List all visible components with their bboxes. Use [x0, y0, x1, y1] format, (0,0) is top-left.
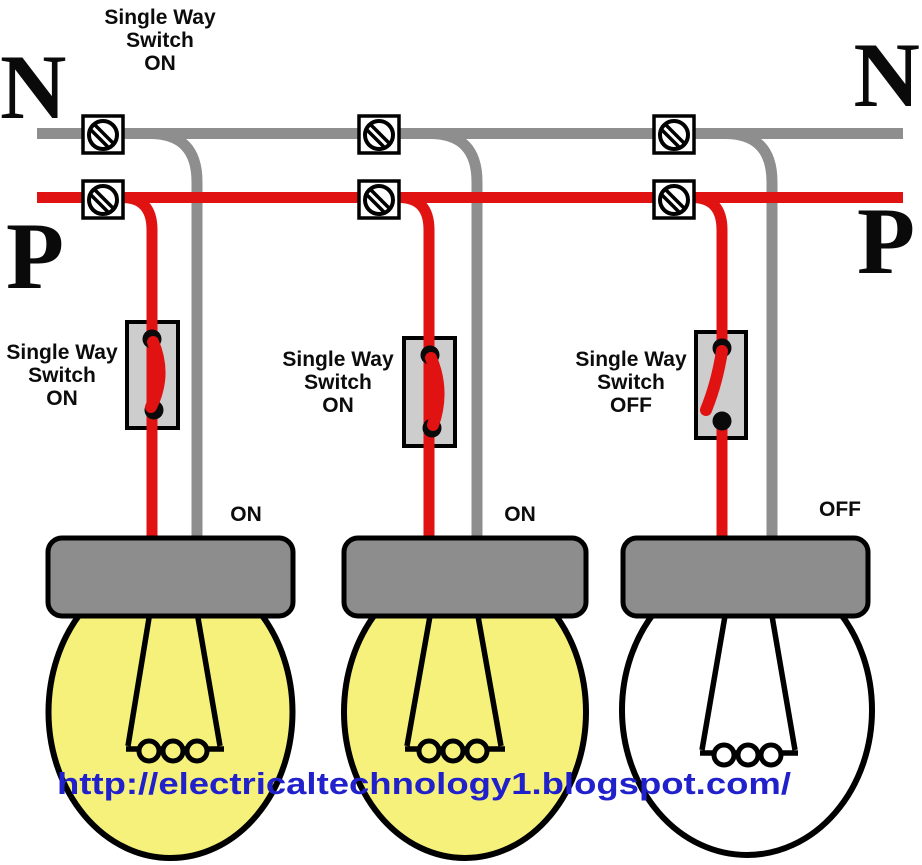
lamp-2-state-label: ON [504, 503, 536, 526]
header-caption-line3: ON [144, 52, 176, 75]
switch-1-contacts [142, 329, 166, 420]
switch-2-caption-line1: Single Way [282, 348, 394, 371]
footer-url-text: http://electricaltechnology1.blogspot.co… [57, 766, 791, 801]
lamp-3-state-label: OFF [819, 498, 861, 521]
switch-3-caption-line2: Switch [597, 371, 665, 394]
terminal-screw-slot [89, 128, 111, 150]
switch-3-caption-state: OFF [610, 394, 652, 417]
switch-3-contacts [700, 338, 732, 431]
switch-1-caption: Single Way Switch ON [6, 341, 118, 410]
switch-2-toggle-on [425, 352, 445, 431]
phase-label-left: P [6, 203, 64, 309]
switch-3-caption: Single Way Switch OFF [575, 348, 687, 417]
neutral-branch-wire-2 [379, 128, 483, 545]
neutral-branch-wire-1 [103, 128, 203, 545]
switch-2-caption-line2: Switch [304, 371, 372, 394]
terminal-screw-slot [93, 123, 115, 145]
phase-branch-wire-3-upper [674, 192, 728, 349]
switch-1-caption-line1: Single Way [6, 341, 118, 364]
terminal-screw-circle [658, 184, 690, 216]
terminal-screw-slot [660, 193, 682, 215]
terminal-screw-slot [660, 128, 682, 150]
terminal-connector-icon-phase-2 [357, 179, 401, 220]
terminal-screw-slot [664, 123, 686, 145]
lamp-3 [619, 535, 875, 858]
terminal-screw-slot [93, 188, 115, 210]
lamp-2 [341, 535, 589, 861]
terminal-screw-slot [89, 193, 111, 215]
header-caption: Single Way Switch ON [104, 6, 216, 75]
filament-coil [464, 738, 490, 764]
filament-coil [184, 738, 210, 764]
terminal-screw-slot [365, 128, 387, 150]
terminal-screw-circle [658, 119, 690, 151]
filament-coil [735, 742, 761, 768]
neutral-label-right: N [854, 24, 920, 126]
filament-coil [160, 738, 186, 764]
switch-1-toggle-on [145, 336, 166, 413]
switch-1-caption-line2: Switch [28, 364, 96, 387]
lamp-1-holder-cap [45, 535, 296, 619]
terminal-connector-icon-phase-1 [81, 179, 125, 220]
phase-label-right: P [857, 188, 915, 294]
filament-coil [136, 738, 162, 764]
header-caption-line1: Single Way [104, 6, 216, 29]
terminal-screw-circle [363, 184, 395, 216]
terminal-connector-icon-neutral-1 [81, 114, 125, 155]
lamp-3-holder-cap [620, 535, 871, 619]
terminal-connector-icon-phase-3 [652, 179, 696, 220]
neutral-label-left: N [0, 36, 66, 138]
terminal-screw-slot [369, 188, 391, 210]
switch-3-toggle-off [700, 345, 728, 416]
lamp-1 [45, 535, 296, 861]
switch-2-caption-state: ON [322, 394, 354, 417]
neutral-branch-wire-3 [674, 128, 778, 545]
filament-coil [758, 742, 784, 768]
filament-coil [711, 742, 737, 768]
filament-coil [416, 738, 442, 764]
terminal-screw-circle [87, 184, 119, 216]
terminal-screw-slot [664, 188, 686, 210]
switch-3-caption-line1: Single Way [575, 348, 687, 371]
switch-1-caption-state: ON [46, 387, 78, 410]
lamp-1-state-label: ON [230, 503, 262, 526]
switch-contact-dot [712, 411, 732, 431]
terminal-connector-icon-neutral-2 [357, 114, 401, 155]
filament-coil [440, 738, 466, 764]
lamp-2-holder-cap [341, 535, 589, 619]
terminal-screw-slot [369, 123, 391, 145]
terminal-connector-icon-neutral-3 [652, 114, 696, 155]
switch-2-caption: Single Way Switch ON [282, 348, 394, 417]
terminal-screw-slot [365, 193, 387, 215]
switch-2-contacts [420, 345, 445, 438]
terminal-screw-circle [363, 119, 395, 151]
terminal-screw-circle [87, 119, 119, 151]
header-caption-line2: Switch [126, 29, 194, 52]
